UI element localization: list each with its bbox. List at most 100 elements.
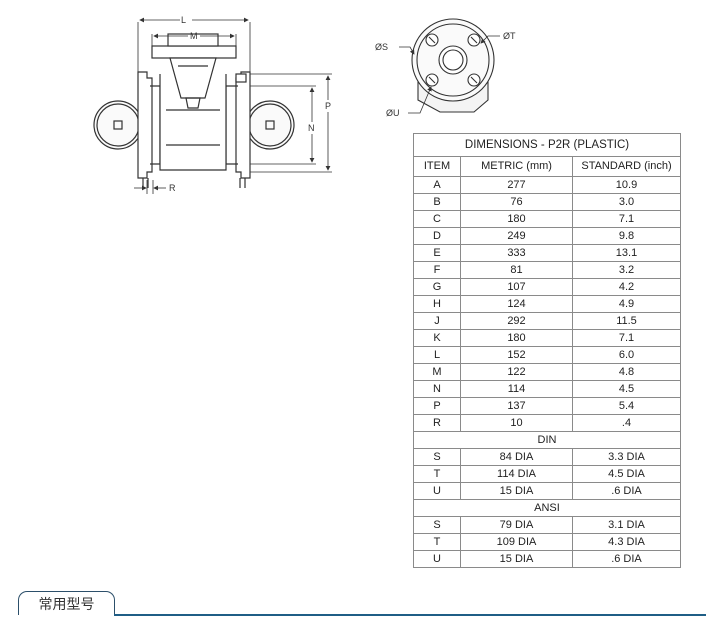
row-metric: 76 <box>460 193 573 211</box>
dim-l-ext <box>137 22 251 72</box>
top-flange <box>151 45 237 59</box>
row-standard: 3.0 <box>572 193 681 211</box>
bottom-ribs <box>142 178 246 188</box>
row-standard: 11.5 <box>572 312 681 330</box>
ansi-section-header-label: ANSI <box>413 499 681 517</box>
row-standard: 5.4 <box>572 397 681 415</box>
dim-m-ext <box>151 34 237 46</box>
row-standard: 3.2 <box>572 261 681 279</box>
row-metric: 292 <box>460 312 573 330</box>
leader-s <box>399 46 415 55</box>
left-flange-circle <box>93 100 143 150</box>
bolt-marks <box>428 36 478 84</box>
leader-t <box>480 35 500 44</box>
row-metric: 79 DIA <box>460 516 573 534</box>
row-item: C <box>413 210 461 228</box>
row-standard: 4.9 <box>572 295 681 313</box>
body-lines <box>166 109 220 146</box>
col-header-item: ITEM <box>413 156 461 177</box>
row-metric: 114 DIA <box>460 465 573 483</box>
col-header-metric: METRIC (mm) <box>460 156 573 177</box>
row-standard: 6.0 <box>572 346 681 364</box>
right-flange-square <box>265 120 275 130</box>
din-section-header: DIN <box>413 431 681 449</box>
technical-drawing: L M P N R ØS ØT ØU <box>93 15 516 194</box>
row-metric: 333 <box>460 244 573 262</box>
row-standard: 7.1 <box>572 210 681 228</box>
row-standard: .6 DIA <box>572 482 681 500</box>
dim-r-ext <box>146 180 154 194</box>
side-view-drawing <box>93 33 295 188</box>
dim-p-label: P <box>325 101 331 111</box>
front-view-leaders <box>399 35 500 114</box>
flange-rim <box>416 23 490 97</box>
side-view-dimensions <box>134 17 332 194</box>
row-item: K <box>413 329 461 347</box>
footer-tab: 常用型号 <box>18 591 115 615</box>
row-item: H <box>413 295 461 313</box>
row-metric: 107 <box>460 278 573 296</box>
row-standard: 4.2 <box>572 278 681 296</box>
dim-r-label: R <box>169 183 176 193</box>
row-item: E <box>413 244 461 262</box>
row-metric: 10 <box>460 414 573 432</box>
row-item: L <box>413 346 461 364</box>
row-metric: 180 <box>460 210 573 228</box>
dim-n-label: N <box>308 123 315 133</box>
funnel-neck <box>185 97 201 109</box>
row-item: F <box>413 261 461 279</box>
row-metric: 114 <box>460 380 573 398</box>
front-view-drawing <box>411 18 495 113</box>
funnel <box>169 57 217 99</box>
dimensions-table: DIMENSIONS - P2R (PLASTIC) ITEM METRIC (… <box>413 133 681 568</box>
row-item: B <box>413 193 461 211</box>
row-metric: 124 <box>460 295 573 313</box>
row-standard: .4 <box>572 414 681 432</box>
row-item: R <box>413 414 461 432</box>
row-standard: 3.3 DIA <box>572 448 681 466</box>
row-item: N <box>413 380 461 398</box>
row-standard: 9.8 <box>572 227 681 245</box>
right-flange-circle <box>245 100 295 150</box>
dim-l-label: L <box>181 15 186 25</box>
label-u: ØU <box>386 108 400 118</box>
row-metric: 81 <box>460 261 573 279</box>
left-flange-plate <box>137 71 153 179</box>
dim-m-label: M <box>190 31 198 41</box>
row-item: D <box>413 227 461 245</box>
row-item: A <box>413 176 461 194</box>
row-metric: 180 <box>460 329 573 347</box>
label-s: ØS <box>375 42 388 52</box>
row-item: S <box>413 516 461 534</box>
col-header-standard: STANDARD (inch) <box>572 156 681 177</box>
leader-u <box>408 86 432 114</box>
bore-inner <box>442 49 464 71</box>
row-metric: 137 <box>460 397 573 415</box>
label-t: ØT <box>503 31 516 41</box>
row-standard: 13.1 <box>572 244 681 262</box>
row-standard: 3.1 DIA <box>572 516 681 534</box>
right-flange-plate <box>235 71 251 179</box>
row-metric: 84 DIA <box>460 448 573 466</box>
ansi-section-header: ANSI <box>413 499 681 517</box>
row-metric: 249 <box>460 227 573 245</box>
din-section-header-label: DIN <box>413 431 681 449</box>
row-item: T <box>413 465 461 483</box>
dim-pn-ext <box>250 73 332 173</box>
row-item: J <box>413 312 461 330</box>
row-item: P <box>413 397 461 415</box>
row-metric: 15 DIA <box>460 550 573 568</box>
